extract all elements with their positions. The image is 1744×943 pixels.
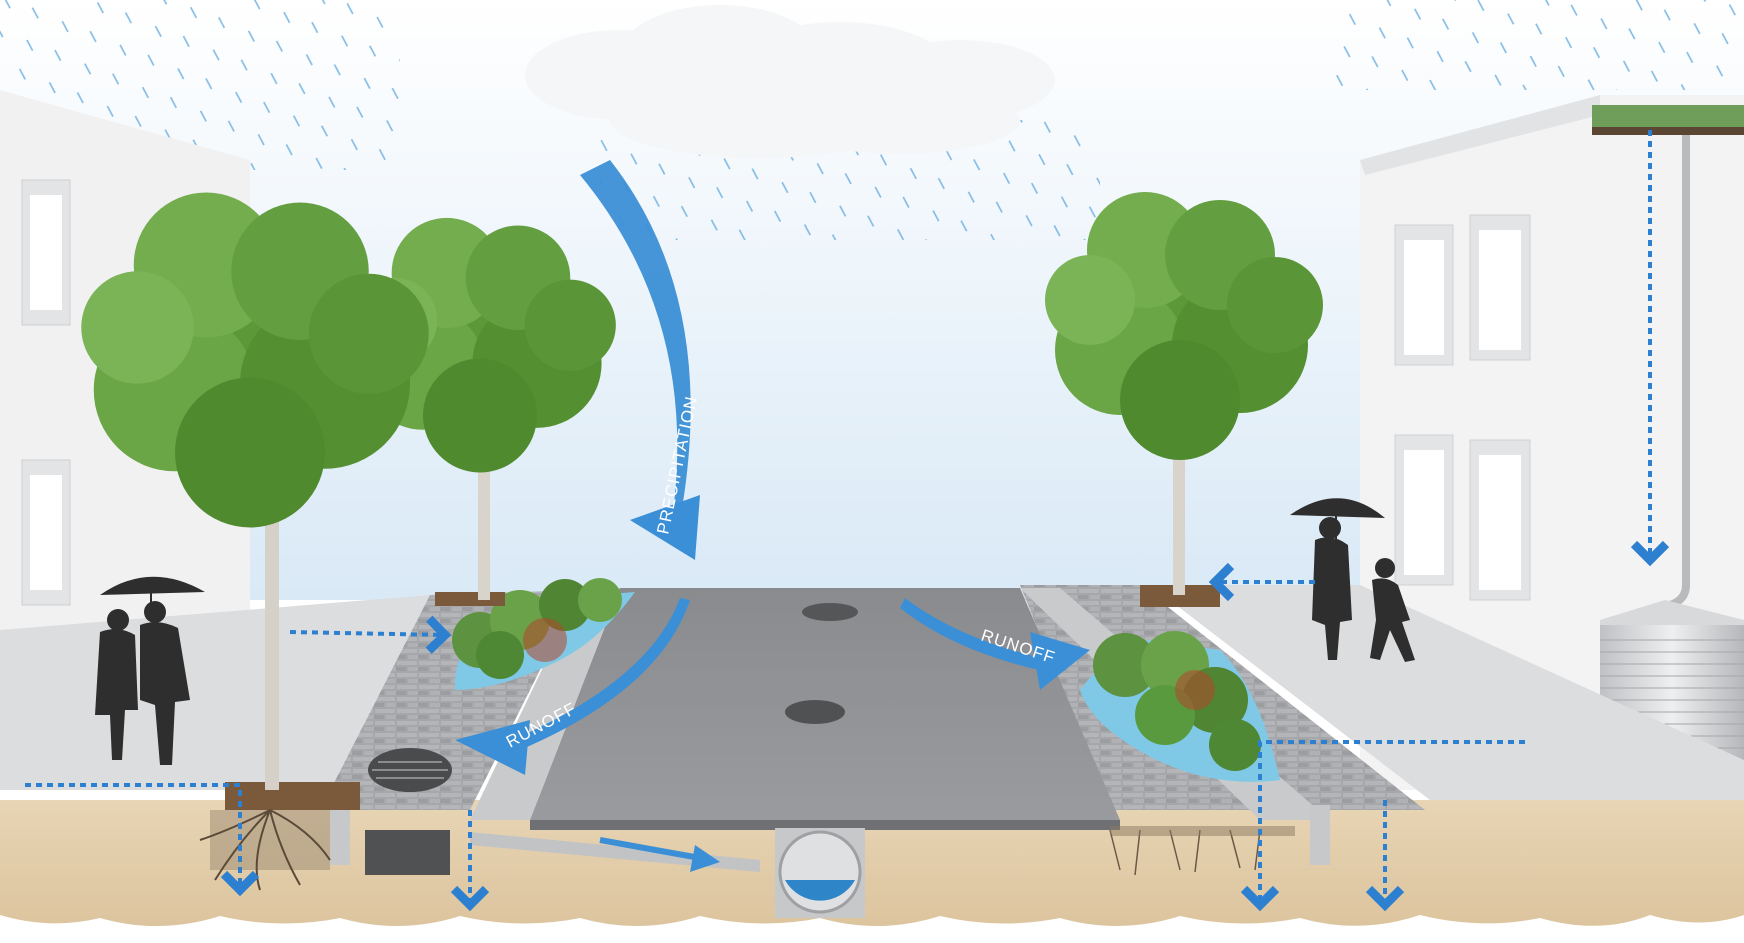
- adult-and-child-with-umbrella-silhouette: [1290, 498, 1415, 662]
- tree-pit-back-right: [1140, 585, 1220, 607]
- precipitation-arrow: [580, 160, 700, 560]
- catch-basin: [365, 830, 450, 875]
- umbrella-icon: [1290, 498, 1385, 518]
- storm-drain-grate-icon: [368, 748, 452, 792]
- rain-right: [1330, 0, 1744, 90]
- tree-back-left: [351, 217, 616, 600]
- couple-with-umbrella-silhouette: [95, 576, 205, 765]
- planter-roots-right: [1109, 829, 1261, 876]
- umbrella-icon: [100, 576, 205, 595]
- tree-pit-back-left: [435, 592, 505, 606]
- tree-front-left: [81, 192, 429, 790]
- pipe-icon: [775, 828, 865, 918]
- tree-right: [1045, 192, 1323, 595]
- right-sidewalk: [1150, 585, 1744, 800]
- green-roof: [1592, 105, 1744, 129]
- right-bioretention-planter: [1080, 631, 1280, 782]
- infiltration-arrows: [25, 130, 1670, 912]
- runoff-arrow-left: [455, 598, 690, 775]
- runoff-arrow-right: [900, 598, 1090, 690]
- pipe-flow-arrow: [599, 837, 720, 872]
- manhole-icon: [802, 603, 858, 621]
- cloud-icon: [525, 5, 1055, 158]
- tree-pit-left: [225, 782, 360, 810]
- downspout: [1682, 135, 1690, 585]
- manhole-icon: [785, 700, 845, 724]
- left-bioretention-planter: [452, 578, 635, 690]
